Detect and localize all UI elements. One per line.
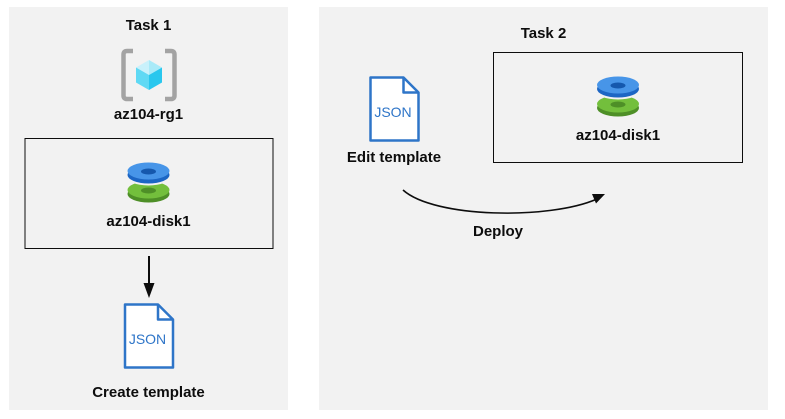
json-file-icon: JSON bbox=[369, 76, 420, 142]
task1-disk-box: az104-disk1 bbox=[24, 138, 273, 249]
task2-disk-box: az104-disk1 bbox=[493, 52, 743, 163]
task1-title: Task 1 bbox=[125, 17, 172, 34]
resource-group-icon bbox=[119, 48, 179, 102]
task1-disk-label: az104-disk1 bbox=[106, 212, 191, 230]
deploy-label: Deploy bbox=[472, 223, 524, 240]
json-doc-text: JSON bbox=[128, 331, 165, 347]
task1-panel: Task 1 az104-rg1 bbox=[9, 7, 288, 410]
managed-disk-icon bbox=[124, 158, 174, 204]
task2-disk-label: az104-disk1 bbox=[575, 126, 661, 144]
task2-panel: Task 2 JSON Edit template bbox=[319, 7, 768, 410]
json-file-icon: JSON bbox=[123, 303, 174, 369]
managed-disk-icon bbox=[593, 72, 643, 118]
json-doc-text: JSON bbox=[374, 104, 411, 120]
resource-group-label: az104-rg1 bbox=[113, 106, 184, 123]
task2-title: Task 2 bbox=[520, 25, 567, 42]
down-arrow bbox=[141, 256, 157, 299]
create-template-caption: Create template bbox=[92, 384, 205, 401]
edit-template-caption: Edit template bbox=[346, 149, 442, 166]
deploy-curved-arrow bbox=[389, 182, 619, 227]
